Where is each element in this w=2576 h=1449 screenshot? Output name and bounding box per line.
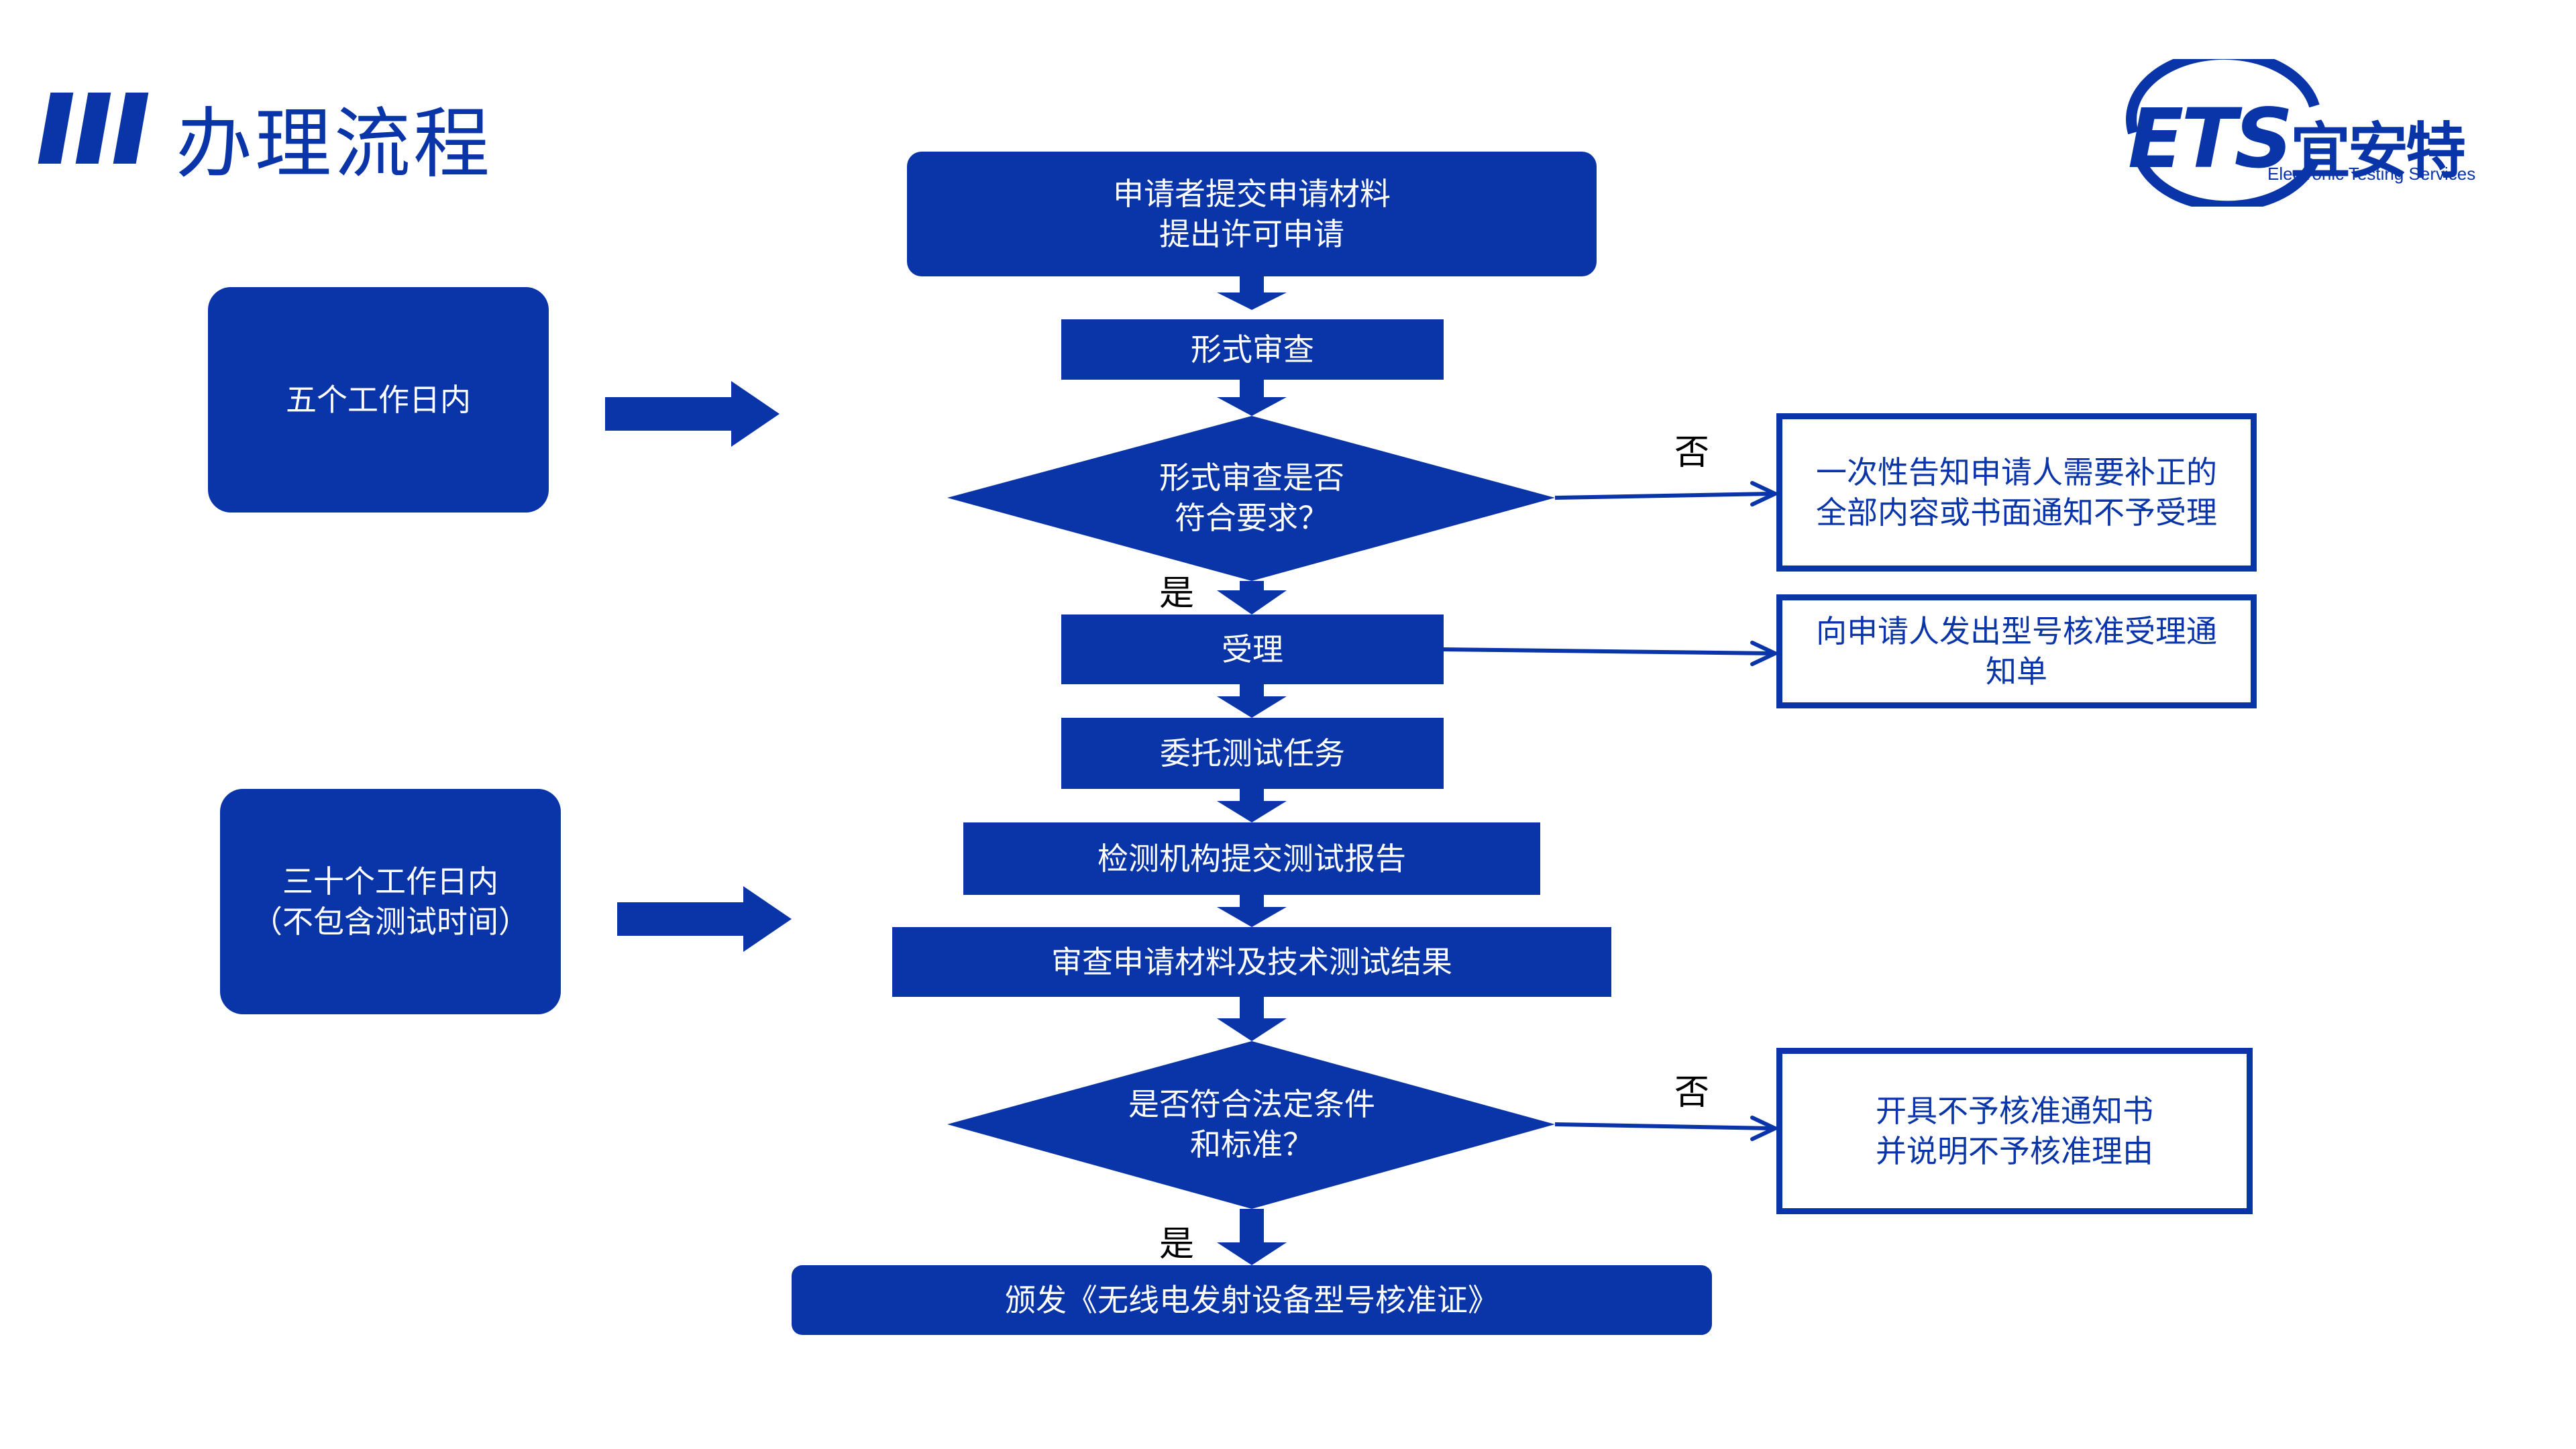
outcome-reject-notice: 一次性告知申请人需要补正的 全部内容或书面通知不予受理 <box>1776 413 2257 572</box>
outcome-reject-line1: 一次性告知申请人需要补正的 <box>1816 454 2217 490</box>
arrowhead-accept <box>1750 641 1780 666</box>
edge-label-no-2: 否 <box>1674 1073 1710 1113</box>
step-accept: 受理 <box>1061 614 1444 684</box>
arrowhead-no1 <box>1750 481 1780 506</box>
time-arrow-2 <box>617 886 792 952</box>
arrowhead-no2 <box>1750 1116 1780 1141</box>
decision-1-line2: 符合要求？ <box>1175 500 1329 536</box>
decision-1-line1: 形式审查是否 <box>1159 460 1344 496</box>
outcome-accept-line1: 向申请人发出型号核准受理通 <box>1816 613 2217 649</box>
step-submit-line1: 申请者提交申请材料 <box>1113 176 1391 212</box>
decision-1-label: 形式审查是否 符合要求？ <box>1051 456 1453 539</box>
step-issue-certificate-label: 颁发《无线电发射设备型号核准证》 <box>1005 1282 1499 1318</box>
logo-letters: ETS <box>2128 91 2293 186</box>
outcome-deny-notice: 开具不予核准通知书 并说明不予核准理由 <box>1776 1048 2253 1214</box>
step-formal-review-label: 形式审查 <box>1191 331 1314 368</box>
outcome-reject-line2: 全部内容或书面通知不予受理 <box>1816 494 2217 531</box>
step-accept-label: 受理 <box>1222 631 1283 667</box>
outcome-deny-line2: 并说明不予核准理由 <box>1876 1133 2153 1169</box>
time-note-thirty-days-line1: 三十个工作日内 <box>282 863 498 900</box>
down-arrow-6 <box>1217 895 1287 927</box>
outcome-accept-line2: 知单 <box>1986 653 2047 690</box>
time-note-five-days-line1: 五个工作日内 <box>286 382 471 418</box>
logo-chinese-name: 宜安特 <box>2290 116 2466 186</box>
step-submit-report: 检测机构提交测试报告 <box>963 822 1540 895</box>
step-review-results: 审查申请材料及技术测试结果 <box>892 927 1611 997</box>
edge-label-yes-1: 是 <box>1159 574 1195 614</box>
outcome-accept-notice: 向申请人发出型号核准受理通 知单 <box>1776 594 2257 708</box>
page-title: 办理流程 <box>176 99 493 189</box>
down-arrow-1 <box>1217 276 1287 310</box>
step-submit-application: 申请者提交申请材料 提出许可申请 <box>907 152 1597 276</box>
arrow-line-no1 <box>1554 492 1772 500</box>
arrow-line-accept <box>1442 647 1772 655</box>
step-submit-line2: 提出许可申请 <box>1159 216 1344 252</box>
decision-2-line1: 是否符合法定条件 <box>1128 1086 1375 1122</box>
edge-label-yes-2: 是 <box>1159 1224 1195 1265</box>
down-arrow-3 <box>1217 581 1287 614</box>
down-arrow-5 <box>1217 789 1287 822</box>
time-arrow-1 <box>605 381 780 447</box>
step-formal-review: 形式审查 <box>1061 319 1444 380</box>
decision-diamond-1 <box>947 416 1555 581</box>
step-entrust-test: 委托测试任务 <box>1061 718 1444 789</box>
down-arrow-4 <box>1217 684 1287 718</box>
time-note-thirty-days: 三十个工作日内 （不包含测试时间） <box>220 789 561 1014</box>
step-review-results-label: 审查申请材料及技术测试结果 <box>1051 944 1452 980</box>
down-arrow-2 <box>1217 380 1287 416</box>
down-arrows <box>1217 276 1287 1265</box>
edge-label-no-1: 否 <box>1674 433 1710 473</box>
logo-swoosh-icon <box>2126 59 2320 207</box>
logo-tagline: Electronic Testing Services <box>2267 164 2476 184</box>
decision-diamond-2 <box>947 1041 1555 1209</box>
outcome-deny-line1: 开具不予核准通知书 <box>1876 1093 2153 1129</box>
step-entrust-test-label: 委托测试任务 <box>1160 735 1345 771</box>
down-arrow-7 <box>1217 997 1287 1041</box>
decision-2-line2: 和标准？ <box>1190 1126 1313 1163</box>
decision-2-label: 是否符合法定条件 和标准？ <box>1051 1083 1453 1166</box>
time-note-five-days: 五个工作日内 <box>208 287 549 513</box>
time-note-thirty-days-line2: （不包含测试时间） <box>252 904 529 940</box>
ets-logo: ETS 宜安特 Electronic Testing Services <box>2113 59 2489 207</box>
arrow-line-no2 <box>1554 1122 1772 1130</box>
down-arrow-8 <box>1217 1209 1287 1265</box>
step-submit-report-label: 检测机构提交测试报告 <box>1097 841 1406 877</box>
step-issue-certificate: 颁发《无线电发射设备型号核准证》 <box>792 1265 1712 1335</box>
